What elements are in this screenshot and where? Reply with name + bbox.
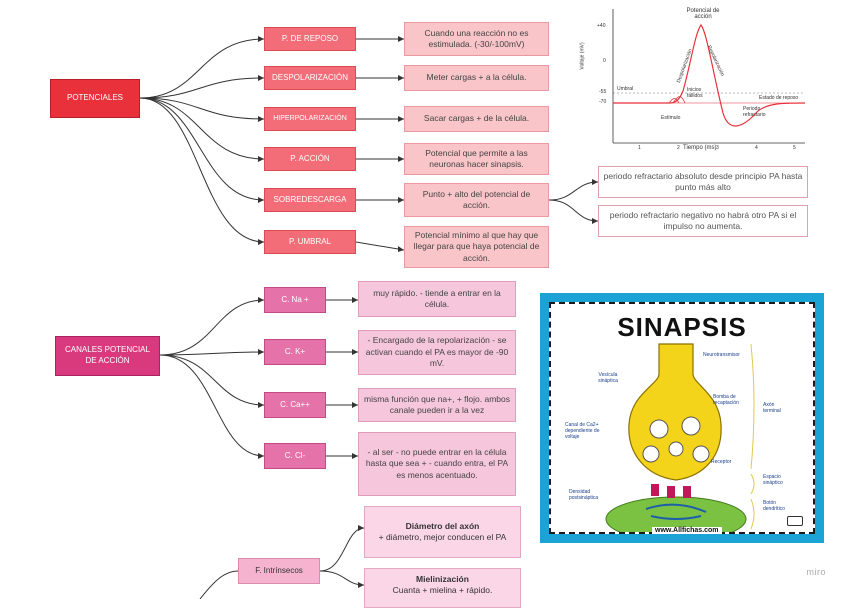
label-vesicula: Vesícula sináptica [598, 372, 618, 384]
node-c-na[interactable]: C. Na + [264, 287, 326, 313]
canales-root[interactable]: CANALES POTENCIAL DE ACCIÓN [55, 336, 160, 376]
node-p-reposo[interactable]: P. DE REPOSO [264, 27, 356, 51]
mielinizacion-title: Mielinización [416, 574, 469, 584]
graph-y-tick: +40 [597, 23, 606, 29]
node-f-intrinsecos[interactable]: F. Intrínsecos [238, 558, 320, 584]
action-potential-graph: Potencial de acción Voltaje (mV) Tiempo … [579, 3, 809, 153]
label-densidad: Densidad postsináptica [569, 489, 599, 501]
graph-x-tick: 4 [755, 145, 758, 151]
sub-refractario-absoluto[interactable]: periodo refractario absoluto desde princ… [598, 166, 808, 198]
def-p-umbral[interactable]: Potencial mínimo al que hay que llegar p… [404, 226, 549, 268]
sinapsis-title: SINAPSIS [617, 312, 747, 342]
graph-x-axis-label: Tiempo (ms) [683, 145, 717, 151]
label-neurotransmisor: Neurotransmisor [703, 352, 740, 358]
def-diametro-axon[interactable]: Diámetro del axón + diámetro, mejor cond… [364, 506, 521, 558]
def-c-k[interactable]: - Encargado de la repolarización - se ac… [358, 330, 516, 375]
node-sobredescarga[interactable]: SOBREDESCARGA [264, 188, 356, 212]
logo-icon [787, 516, 803, 526]
potenciales-root[interactable]: POTENCIALES [50, 79, 140, 118]
graph-label-estimulo: Estímulo [661, 115, 681, 121]
graph-y-tick: -55 [599, 89, 607, 95]
label-canal: Canal de Ca2+ dependiente de voltaje [565, 422, 600, 440]
def-hiperpolarizacion[interactable]: Sacar cargas + de la célula. [404, 106, 549, 132]
graph-x-tick: 2 [677, 145, 680, 151]
graph-label-periodo-refractario: Periodo refractario [743, 106, 766, 118]
node-hiperpolarizacion[interactable]: HIPERPOLARIZACIÓN [264, 107, 356, 131]
node-c-cl[interactable]: C. Cl- [264, 443, 326, 469]
label-boton: Botón dendrítico [763, 500, 785, 512]
def-c-na[interactable]: muy rápido. - tiende a entrar en la célu… [358, 281, 516, 317]
node-despolarizacion[interactable]: DESPOLARIZACIÓN [264, 66, 356, 90]
graph-label-estado-reposo: Estado de reposo [759, 95, 799, 101]
def-sobredescarga[interactable]: Punto + alto del potencial de acción. [404, 183, 549, 217]
def-p-reposo[interactable]: Cuando una reacción no es estimulada. (-… [404, 22, 549, 56]
diametro-text: + diámetro, mejor conducen el PA [378, 532, 507, 542]
diametro-title: Diámetro del axón [405, 520, 480, 531]
node-p-umbral[interactable]: P. UMBRAL [264, 230, 356, 254]
sinapsis-url: www.Allfichas.com [652, 527, 722, 534]
node-c-k[interactable]: C. K+ [264, 339, 326, 365]
def-despolarizacion[interactable]: Meter cargas + a la célula. [404, 65, 549, 91]
graph-y-tick: -70 [599, 99, 607, 105]
graph-y-axis-label: Voltaje (mV) [579, 42, 586, 70]
def-mielinizacion[interactable]: Mielinización Cuanta + mielina + rápido. [364, 568, 521, 608]
node-p-accion[interactable]: P. ACCIÓN [264, 147, 356, 171]
label-espacio: Espacio sináptico [763, 474, 783, 486]
sinapsis-card: SINAPSIS Neurotransmisor Vesícula sinápt… [549, 302, 815, 534]
miro-watermark: miro [806, 567, 826, 577]
sinapsis-drawing [605, 343, 755, 532]
sub-refractario-negativo[interactable]: periodo refractario negativo no habrá ot… [598, 205, 808, 237]
def-c-cl[interactable]: - al ser - no puede entrar en la célula … [358, 432, 516, 496]
sinapsis-image[interactable]: SINAPSIS Neurotransmisor Vesícula sinápt… [540, 293, 824, 543]
label-receptor: Receptor [711, 459, 732, 465]
mielinizacion-text: Cuanta + mielina + rápido. [392, 585, 493, 596]
graph-peak-label: Potencial de acción [686, 8, 720, 20]
label-axon: Axón terminal [763, 402, 781, 414]
def-c-ca[interactable]: misma función que na+, + flojo. ambos ca… [358, 388, 516, 422]
graph-y-tick: 0 [603, 58, 606, 64]
label-bomba: Bomba de recaptación [713, 394, 739, 406]
graph-x-tick: 5 [793, 145, 796, 151]
graph-label-inicios-fallidos: Inicios fallidos [687, 87, 703, 99]
def-p-accion[interactable]: Potencial que permite a las neuronas hac… [404, 143, 549, 175]
node-c-ca[interactable]: C. Ca++ [264, 392, 326, 418]
graph-x-tick: 1 [638, 145, 641, 151]
graph-x-tick: 3 [716, 145, 719, 151]
graph-label-umbral: Umbral [617, 86, 634, 92]
